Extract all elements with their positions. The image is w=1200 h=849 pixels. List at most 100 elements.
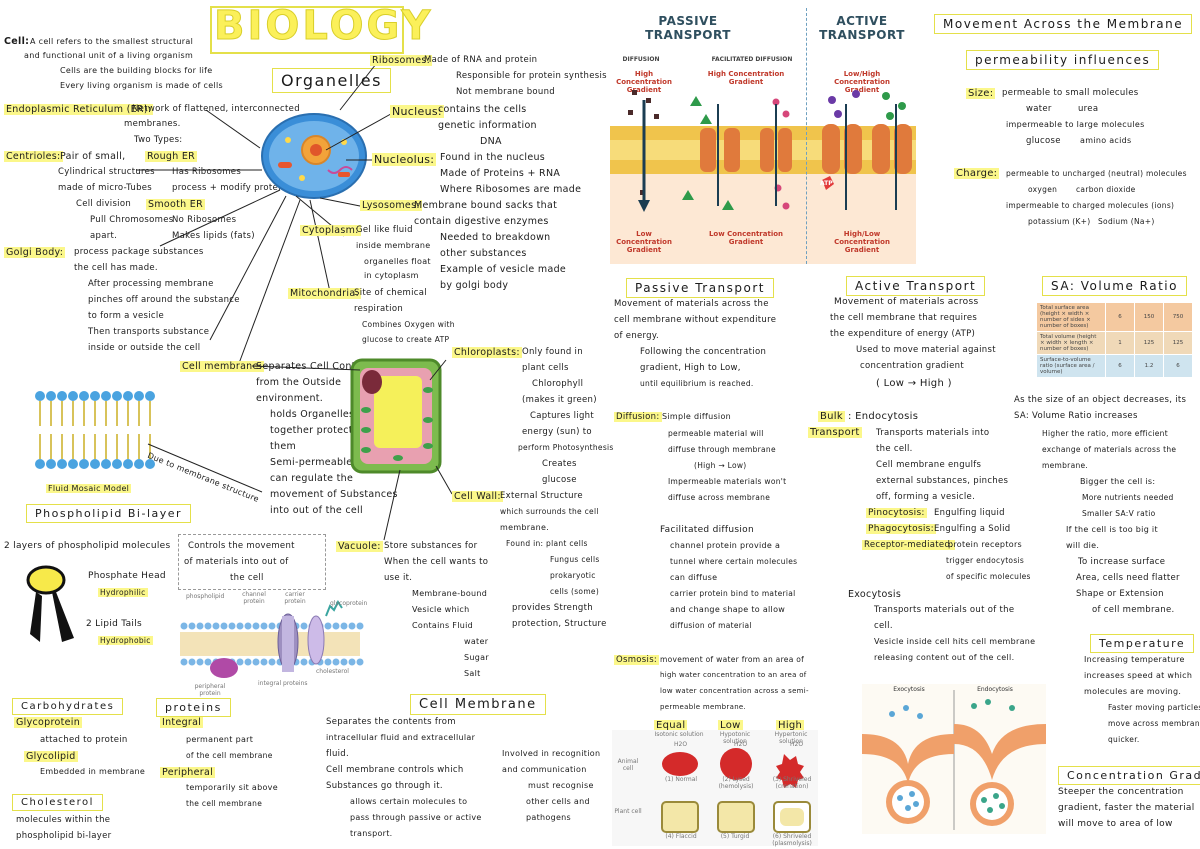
sa-l14: of cell membrane. — [1092, 605, 1175, 615]
phosphate-head: Phosphate Head — [88, 571, 166, 581]
cg-l1: Steeper the concentration — [1058, 787, 1184, 797]
membrane-head — [324, 622, 332, 630]
cell-membrane-l5: together protects — [270, 425, 359, 436]
peripheral-l2: the cell membrane — [186, 799, 263, 808]
animal-cell-diagram — [261, 113, 367, 199]
osmosis-o3: low water concentration across a semi- — [660, 687, 809, 695]
size-s6: amino acids — [1080, 136, 1132, 145]
hydrophilic: Hydrophilic — [98, 588, 148, 597]
facilitated-f1: channel protein provide a — [670, 541, 781, 550]
due-to-membrane: Due to membrane structure — [146, 450, 261, 504]
temp-l5: move across membrane — [1108, 719, 1200, 728]
active-l1: Movement of materials across — [834, 297, 979, 307]
membrane-head — [348, 622, 356, 630]
isotonic: Isotonic solution — [654, 731, 704, 738]
endo-e2: the cell. — [876, 444, 913, 454]
golgi-l4: pinches off around the substance — [88, 295, 240, 305]
hydrophobic: Hydrophobic — [98, 636, 153, 645]
lbl-glycoprotein: glycoprotein — [330, 600, 368, 607]
transport-molecules — [628, 90, 912, 212]
shriveled: (3) Shriveled (crenation) — [772, 776, 812, 790]
page-title: BIOLOGY — [213, 3, 434, 50]
exo-x1: Transports materials out of the — [874, 605, 1015, 615]
integral-label: Integral — [160, 717, 204, 728]
size-s4: impermeable to large molecules — [1006, 120, 1145, 129]
cell-membrane-diagram — [180, 600, 364, 678]
chloroplasts-l2: plant cells — [522, 363, 569, 373]
cytoplasm-l1: Gel like fluid — [356, 225, 413, 235]
osmosis-o4: permeable membrane. — [660, 703, 747, 711]
sa-table: Total surface area (height × width × num… — [1036, 302, 1196, 378]
cms-l3: fluid. — [326, 749, 350, 759]
phospholipid-head — [145, 459, 155, 469]
membrane-head — [260, 658, 268, 666]
membrane-lower-fade — [610, 174, 916, 264]
passive-transport-title-text: PASSIVE TRANSPORT — [645, 14, 731, 42]
low-conc-2: Low Concentration Gradient — [708, 230, 784, 246]
diffusion-d1: Simple diffusion — [662, 412, 732, 421]
cms-l4: Cell membrane controls which — [326, 765, 464, 775]
phospholipid-head — [46, 391, 56, 401]
size-s1: permeable to small molecules — [1002, 88, 1139, 98]
phospholipid-bilayer-image — [35, 391, 155, 469]
cytoplasm-l3: organelles float — [364, 257, 431, 266]
vacuole-label: Vacuole: — [336, 541, 383, 552]
centrioles-label: Centrioles: — [4, 151, 63, 162]
golgi-l3: After processing membrane — [88, 279, 214, 289]
membrane-head — [228, 622, 236, 630]
osmosis-cells — [661, 748, 811, 833]
nucleolus-l2: Made of Proteins + RNA — [440, 168, 561, 179]
er-line1: Network of flattened, interconnected — [132, 104, 300, 114]
cms-l1: Separates the contents from — [326, 717, 456, 727]
plant-cell-leader-lines — [251, 359, 453, 541]
nucleus-l3: DNA — [480, 136, 502, 147]
facilitated-f3: can diffuse — [670, 573, 718, 582]
chloroplasts-l9: glucose — [542, 475, 577, 485]
passive-l1: Movement of materials across the — [614, 299, 769, 309]
chloroplasts-l1: Only found in — [522, 347, 583, 357]
diffusion-label: Diffusion: — [614, 412, 662, 422]
phospholipid-head — [112, 459, 122, 469]
centrioles-l5: Pull Chromosomes — [90, 215, 174, 225]
active-transport-title-text: ACTIVE TRANSPORT — [819, 14, 905, 42]
two-layers: 2 layers of phospholipid molecules — [4, 541, 171, 551]
cell-wall-l3: membrane. — [500, 523, 550, 532]
facilitated-f6: diffusion of material — [670, 621, 752, 630]
diffusion-d4: (High → Low) — [694, 461, 747, 470]
endo-e5: off, forming a vesicle. — [876, 492, 976, 502]
cms-r5: pathogens — [526, 813, 572, 822]
chloroplasts-label: Chloroplasts: — [452, 347, 522, 358]
osmosis-o2: high water concentration to an area of — [660, 671, 807, 679]
rme-t2: trigger endocytosis — [946, 556, 1025, 565]
phospholipid-head — [145, 391, 155, 401]
endocytosis-label: : Endocytosis — [848, 411, 919, 422]
movement-box: Movement Across the Membrane — [934, 14, 1193, 34]
rough-er: Rough ER — [145, 151, 198, 162]
integral-l2: of the cell membrane — [186, 751, 273, 760]
nucleus-label: Nucleus: — [390, 105, 444, 118]
membrane-head — [324, 658, 332, 666]
ribosomes-label: Ribosomes: — [370, 55, 433, 66]
size-s2: water — [1026, 104, 1052, 114]
cell-def-line4: Every living organism is made of cells — [60, 81, 223, 90]
cell-wall-l6: prokaryotic — [550, 571, 596, 580]
flaccid: (4) Flaccid — [665, 833, 697, 840]
sa-row-label: Total volume (height × width × length × … — [1036, 331, 1106, 355]
membrane-head — [260, 622, 268, 630]
phospholipid-head — [79, 391, 89, 401]
controls-l2: of materials into out of — [184, 557, 289, 567]
facilitated-fig-label: FACILITATED DIFFUSION — [711, 56, 793, 63]
sa-table-row: Total surface area (height × width × num… — [1036, 302, 1193, 332]
cell-wall-l5: Fungus cells — [550, 555, 600, 564]
active-transport-title: ACTIVE TRANSPORT — [812, 14, 912, 42]
passive-l2: cell membrane without expenditure — [614, 315, 777, 325]
cms-l8: transport. — [350, 829, 393, 838]
cell-membrane-l4: holds Organelles — [270, 409, 355, 420]
er-line2: membranes. — [124, 119, 181, 129]
temp-l1: Increasing temperature — [1084, 655, 1185, 664]
nucleolus-l1: Found in the nucleus — [440, 152, 546, 163]
golgi-l5: to form a vesicle — [88, 311, 165, 321]
passive-l4: Following the concentration — [640, 347, 767, 357]
hypotonic: Hypotonic solution — [719, 731, 751, 745]
cell-membrane-l2: from the Outside — [256, 377, 342, 388]
